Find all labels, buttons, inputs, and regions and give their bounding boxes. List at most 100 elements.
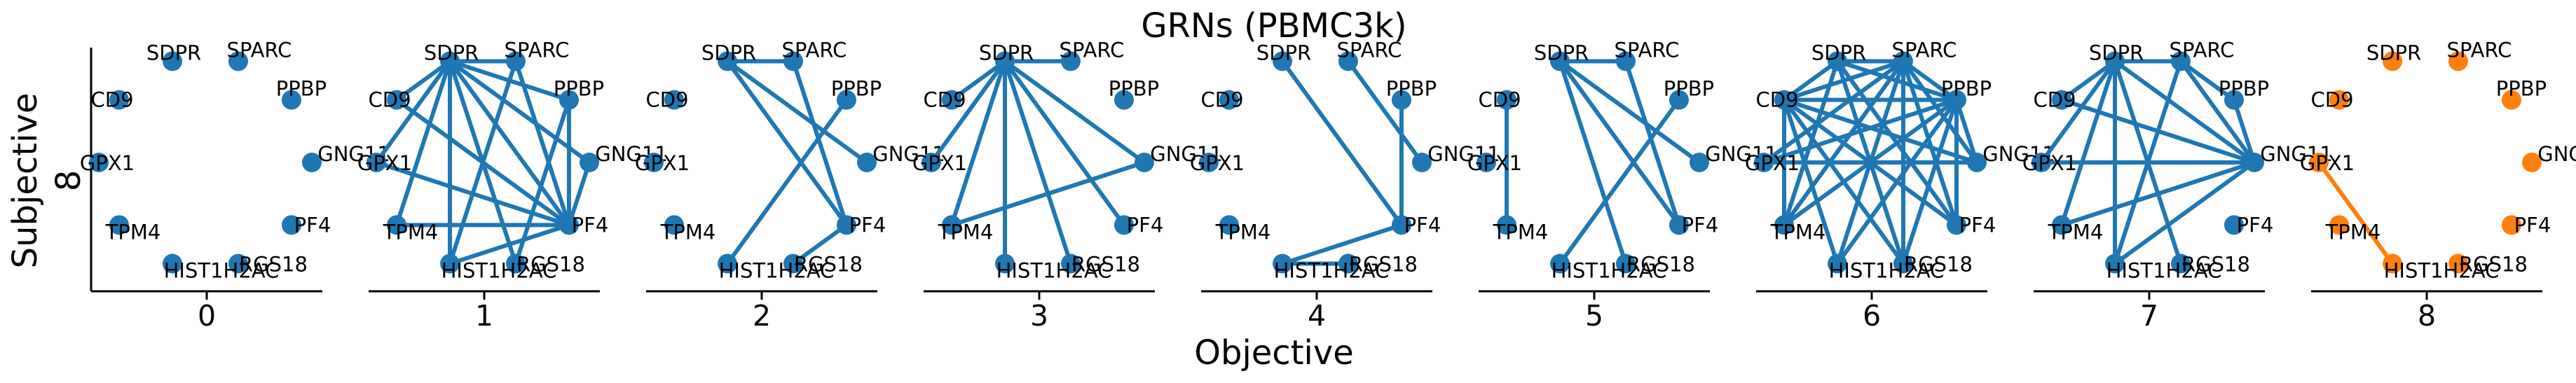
edge-SPARC-PF4: [1900, 59, 1959, 228]
node-label-TPM4: TPM4: [1493, 220, 1549, 244]
node-SPARC: [2448, 51, 2468, 71]
node-label-PF4: PF4: [1682, 213, 1719, 237]
x-tick-label: 2: [753, 299, 771, 333]
node-label-TPM4: TPM4: [2048, 220, 2104, 244]
edge-SDPR-GNG11: [1003, 59, 1146, 165]
node-label-SPARC: SPARC: [1892, 38, 1957, 62]
node-PF4: [836, 215, 856, 235]
node-PPBP: [1669, 90, 1689, 110]
node-GNG11: [302, 153, 322, 172]
node-label-PPBP: PPBP: [1109, 77, 1159, 101]
node-CD9: [2052, 90, 2072, 110]
node-label-CD9: CD9: [1756, 88, 1799, 112]
node-TPM4: [1219, 215, 1240, 235]
node-label-CD9: CD9: [2034, 88, 2076, 112]
node-label-TPM4: TPM4: [1215, 220, 1271, 244]
node-SPARC: [2170, 51, 2191, 71]
node-label-TPM4: TPM4: [105, 220, 161, 244]
edge-PPBP-HIST1H2AC: [725, 97, 849, 266]
node-GNG11: [2522, 153, 2542, 172]
panel-1: 1SPARCPPBPGNG11PF4RGS18HIST1H2ACTPM4GPX1…: [357, 38, 668, 333]
y-axis-label-line-1: Subjective: [6, 93, 45, 269]
edge-SDPR-CD9: [950, 59, 1008, 102]
node-label-RGS18: RGS18: [239, 253, 308, 277]
node-label-HIST1H2AC: HIST1H2AC: [1829, 259, 1945, 283]
edge-SPARC-PF4: [513, 59, 571, 228]
node-label-TPM4: TPM4: [660, 220, 716, 244]
node-CD9: [1497, 90, 1517, 110]
edge-SDPR-GNG11: [2113, 59, 2256, 165]
node-PF4: [2501, 215, 2521, 235]
node-label-SDPR: SDPR: [1534, 41, 1589, 64]
node-RGS18: [1893, 253, 1913, 274]
node-GPX1: [1199, 153, 1219, 172]
panel-4: 4SPARCPPBPGNG11PF4RGS18HIST1H2ACTPM4GPX1…: [1190, 38, 1500, 333]
node-SDPR: [1550, 51, 1570, 71]
node-RGS18: [783, 253, 803, 274]
node-HIST1H2AC: [1828, 253, 1848, 274]
node-label-HIST1H2AC: HIST1H2AC: [719, 259, 835, 283]
node-label-RGS18: RGS18: [1904, 253, 1973, 277]
node-SDPR: [995, 51, 1015, 71]
edge-SPARC-PPBP: [2178, 59, 2236, 102]
node-RGS18: [1615, 253, 1636, 274]
node-SDPR: [440, 51, 460, 71]
node-label-RGS18: RGS18: [1626, 253, 1695, 277]
node-TPM4: [2329, 215, 2350, 235]
node-label-PPBP: PPBP: [276, 77, 327, 101]
node-label-SDPR: SDPR: [2089, 41, 2144, 64]
edge-PF4-HIST1H2AC: [1280, 223, 1404, 266]
node-label-SDPR: SDPR: [424, 41, 479, 64]
edge-SPARC-GNG11: [1345, 59, 1424, 165]
node-label-PPBP: PPBP: [2496, 77, 2547, 101]
node-TPM4: [1774, 215, 1795, 235]
node-TPM4: [387, 215, 407, 235]
node-GPX1: [2309, 153, 2329, 172]
edge-SDPR-TPM4: [2060, 59, 2118, 228]
edge-SDPR-GPX1: [2039, 59, 2118, 165]
panel-7: 7SPARCPPBPGNG11PF4RGS18HIST1H2ACTPM4GPX1…: [2022, 38, 2333, 333]
node-CD9: [942, 90, 962, 110]
node-PPBP: [2224, 90, 2244, 110]
node-GPX1: [2032, 153, 2051, 172]
edge-PPBP-SDPR: [1835, 59, 1959, 102]
edge-GNG11-PF4: [566, 160, 591, 228]
node-label-PPBP: PPBP: [1941, 77, 1992, 101]
node-HIST1H2AC: [1550, 253, 1570, 274]
panel-0: 0SPARCPPBPGNG11PF4RGS18HIST1H2ACTPM4GPX1…: [80, 38, 390, 333]
node-label-PF4: PF4: [1404, 213, 1441, 237]
node-label-CD9: CD9: [646, 88, 689, 112]
node-SPARC: [1338, 51, 1358, 71]
node-TPM4: [2052, 215, 2072, 235]
node-label-HIST1H2AC: HIST1H2AC: [1274, 259, 1390, 283]
node-PPBP: [1946, 90, 1966, 110]
node-PPBP: [2501, 90, 2521, 110]
node-GNG11: [1412, 153, 1432, 172]
node-label-PF4: PF4: [849, 213, 886, 237]
node-label-HIST1H2AC: HIST1H2AC: [996, 259, 1112, 283]
node-SDPR: [2105, 51, 2125, 71]
node-PPBP: [281, 90, 301, 110]
node-GNG11: [1135, 153, 1154, 172]
node-RGS18: [228, 253, 248, 274]
node-PF4: [281, 215, 301, 235]
edge-GNG11-SDPR: [448, 59, 591, 165]
node-SPARC: [1893, 51, 1913, 71]
node-label-HIST1H2AC: HIST1H2AC: [441, 259, 557, 283]
panels-group: 0SPARCPPBPGNG11PF4RGS18HIST1H2ACTPM4GPX1…: [80, 38, 2576, 333]
x-tick-label: 3: [1030, 299, 1048, 333]
node-label-PF4: PF4: [2237, 213, 2274, 237]
edge-SPARC-GPX1: [1762, 59, 1905, 165]
node-SPARC: [228, 51, 248, 71]
edge-SDPR-GNG11: [1558, 59, 1701, 165]
node-HIST1H2AC: [440, 253, 460, 274]
node-label-RGS18: RGS18: [2181, 253, 2250, 277]
edge-SDPR-PF4: [725, 59, 849, 228]
chart-title: GRNs (PBMC3k): [1141, 6, 1406, 46]
node-PF4: [559, 215, 579, 235]
x-tick-label: 7: [2140, 299, 2158, 333]
edge-PPBP-GNG11: [1954, 97, 1979, 165]
node-PF4: [2224, 215, 2244, 235]
node-label-SPARC: SPARC: [505, 38, 570, 62]
node-GNG11: [1967, 153, 1987, 172]
